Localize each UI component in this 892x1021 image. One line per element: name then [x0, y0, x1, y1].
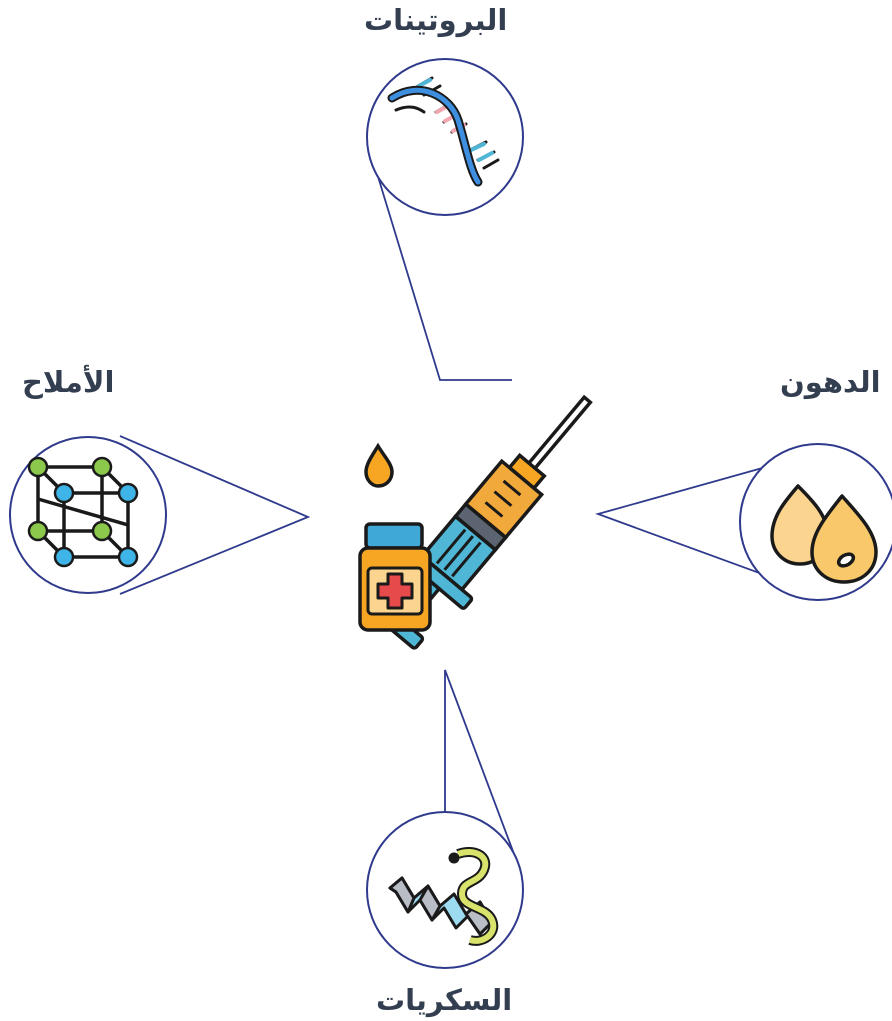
- oil-drops-icon: [770, 484, 878, 584]
- salts-node: [9, 436, 167, 594]
- medicine-bottle: [358, 522, 432, 632]
- proteins-circle: [366, 58, 524, 216]
- label-proteins: البروتينات: [364, 3, 508, 37]
- double-helix-icon: [388, 847, 499, 946]
- dna-strand-icon: [387, 76, 500, 187]
- molecular-lattice-icon: [27, 456, 139, 568]
- sugars-node: [366, 811, 524, 969]
- connector-salts: [119, 435, 311, 595]
- connector-fats: [595, 461, 785, 583]
- syringe-and-medicine-bottle-icon: [358, 394, 593, 650]
- medicine-drop: [364, 442, 394, 488]
- label-fats: الدهون: [780, 365, 881, 399]
- fats-node: [739, 443, 892, 601]
- connector-sugars: [444, 669, 521, 871]
- proteins-node: [366, 58, 524, 216]
- connector-proteins: [375, 169, 512, 381]
- label-salts: الأملاح: [22, 365, 115, 399]
- label-sugars: السكريات: [376, 983, 513, 1017]
